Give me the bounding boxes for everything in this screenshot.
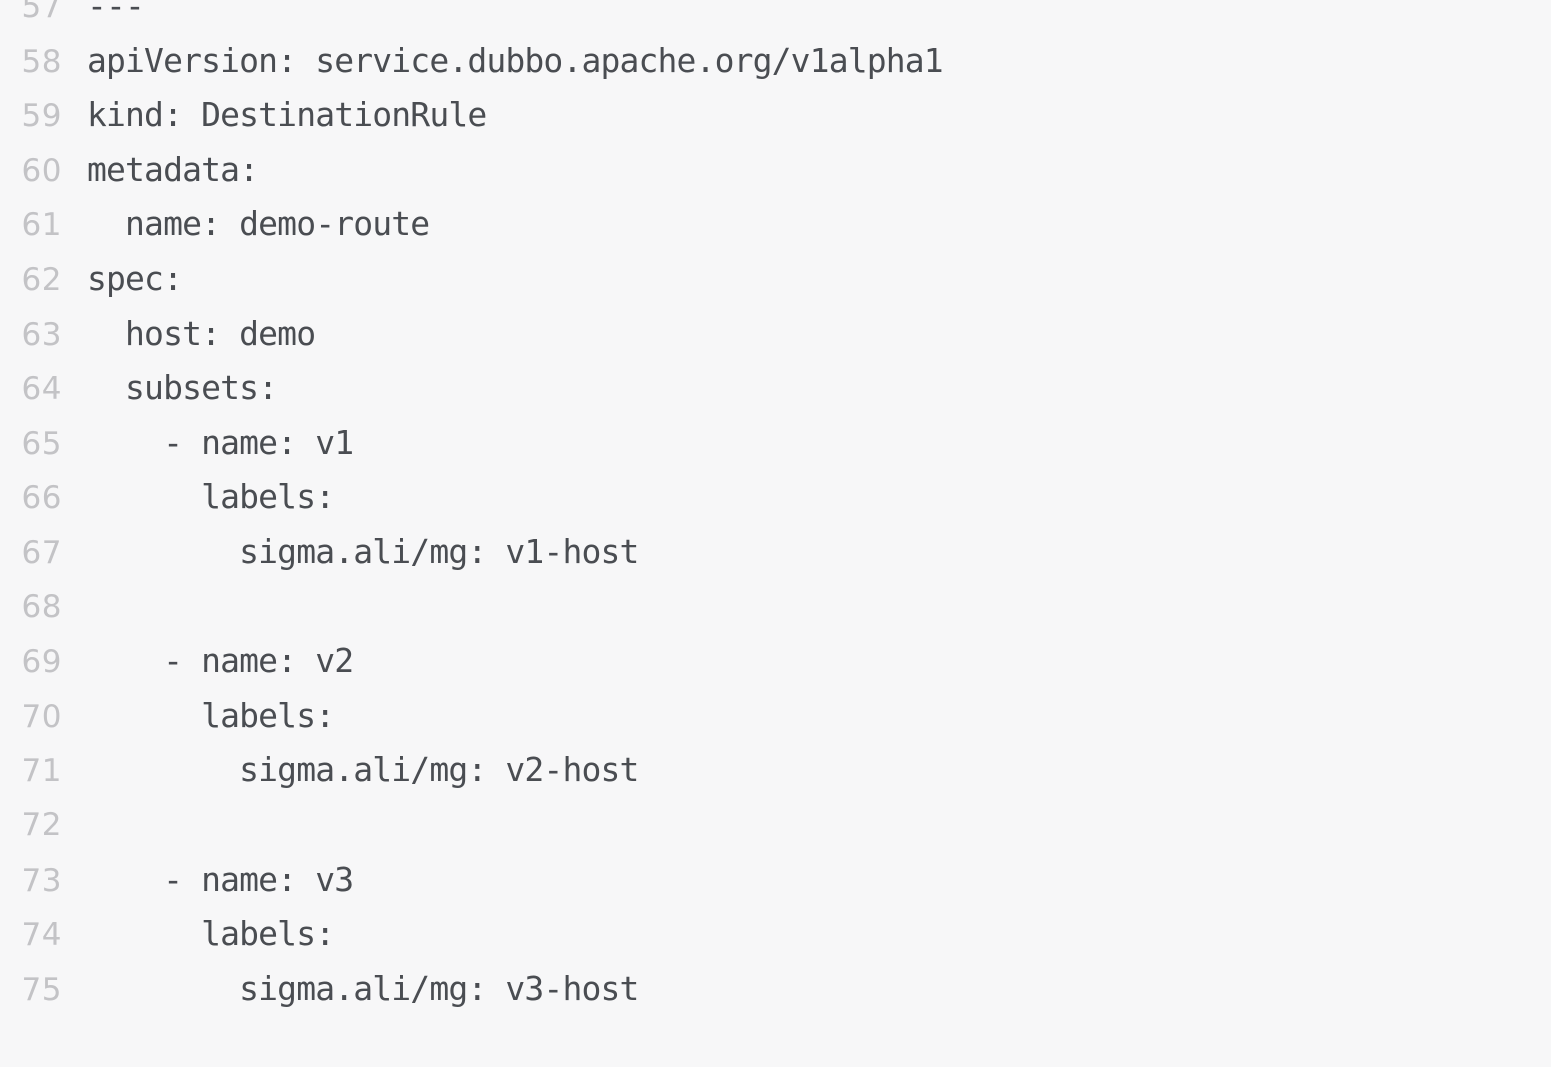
code-line[interactable]: 75 sigma.ali/mg: v3-host — [0, 962, 1551, 1017]
line-number: 65 — [21, 425, 62, 462]
line-number: 72 — [21, 806, 62, 843]
code-line-text[interactable]: - name: v1 — [87, 422, 354, 462]
line-number: 60 — [21, 152, 62, 189]
code-line[interactable]: 71 sigma.ali/mg: v2-host — [0, 743, 1551, 798]
code-line-text[interactable]: labels: — [87, 914, 335, 954]
line-number: 61 — [21, 207, 62, 244]
code-line[interactable]: 66 labels: — [0, 470, 1551, 525]
code-line-text[interactable]: sigma.ali/mg: v1-host — [87, 531, 639, 571]
code-line[interactable]: 65 - name: v1 — [0, 416, 1551, 471]
code-line[interactable]: 68 — [0, 580, 1551, 635]
code-line-text[interactable]: apiVersion: service.dubbo.apache.org/v1a… — [87, 40, 944, 80]
line-number: 63 — [21, 316, 62, 353]
code-line-text[interactable]: --- — [87, 0, 145, 25]
code-line-text[interactable]: spec: — [87, 258, 183, 298]
code-line[interactable]: 57 --- — [0, 0, 1551, 34]
code-line[interactable]: 61 name: demo-route — [0, 197, 1551, 252]
line-number: 62 — [21, 261, 62, 298]
code-line-text[interactable]: - name: v3 — [87, 859, 354, 899]
line-number: 75 — [21, 971, 62, 1008]
line-number: 73 — [21, 862, 62, 899]
code-line-text[interactable]: metadata: — [87, 149, 259, 189]
code-line[interactable]: 64 subsets: — [0, 361, 1551, 416]
code-line[interactable]: 73 - name: v3 — [0, 853, 1551, 908]
line-number: 59 — [21, 98, 62, 135]
line-number: 69 — [21, 644, 62, 681]
line-number: 58 — [21, 43, 62, 80]
code-line-text[interactable]: sigma.ali/mg: v2-host — [87, 750, 639, 790]
code-line-text[interactable]: - name: v2 — [87, 641, 354, 681]
code-line[interactable]: 74 labels: — [0, 907, 1551, 962]
code-line[interactable]: 63 host: demo — [0, 307, 1551, 362]
line-number: 64 — [21, 371, 62, 408]
code-line-text[interactable]: subsets: — [87, 368, 278, 408]
line-number: 74 — [21, 917, 62, 954]
code-line-text[interactable]: kind: DestinationRule — [87, 95, 487, 135]
line-number: 57 — [21, 0, 62, 25]
code-line-list: 57 --- 58 apiVersion: service.dubbo.apache.… — [0, 0, 1551, 1017]
code-line-text[interactable]: sigma.ali/mg: v3-host — [87, 968, 639, 1008]
code-line-text[interactable]: labels: — [87, 477, 335, 517]
line-number: 67 — [21, 534, 62, 571]
code-line[interactable]: 72 — [0, 798, 1551, 853]
code-line-text[interactable]: host: demo — [87, 313, 316, 353]
code-line[interactable]: 62 spec: — [0, 252, 1551, 307]
line-number: 71 — [21, 753, 62, 790]
code-line-text[interactable]: labels: — [87, 695, 335, 735]
code-line[interactable]: 67 sigma.ali/mg: v1-host — [0, 525, 1551, 580]
code-line[interactable]: 59 kind: DestinationRule — [0, 88, 1551, 143]
code-line[interactable]: 58 apiVersion: service.dubbo.apache.org/v… — [0, 34, 1551, 89]
code-line-text[interactable]: name: demo-route — [87, 204, 430, 244]
code-line[interactable]: 69 - name: v2 — [0, 634, 1551, 689]
code-line[interactable]: 70 labels: — [0, 689, 1551, 744]
line-number: 66 — [21, 480, 62, 517]
code-line[interactable]: 60 metadata: — [0, 143, 1551, 198]
line-number: 68 — [21, 588, 62, 625]
line-number: 70 — [21, 698, 62, 735]
